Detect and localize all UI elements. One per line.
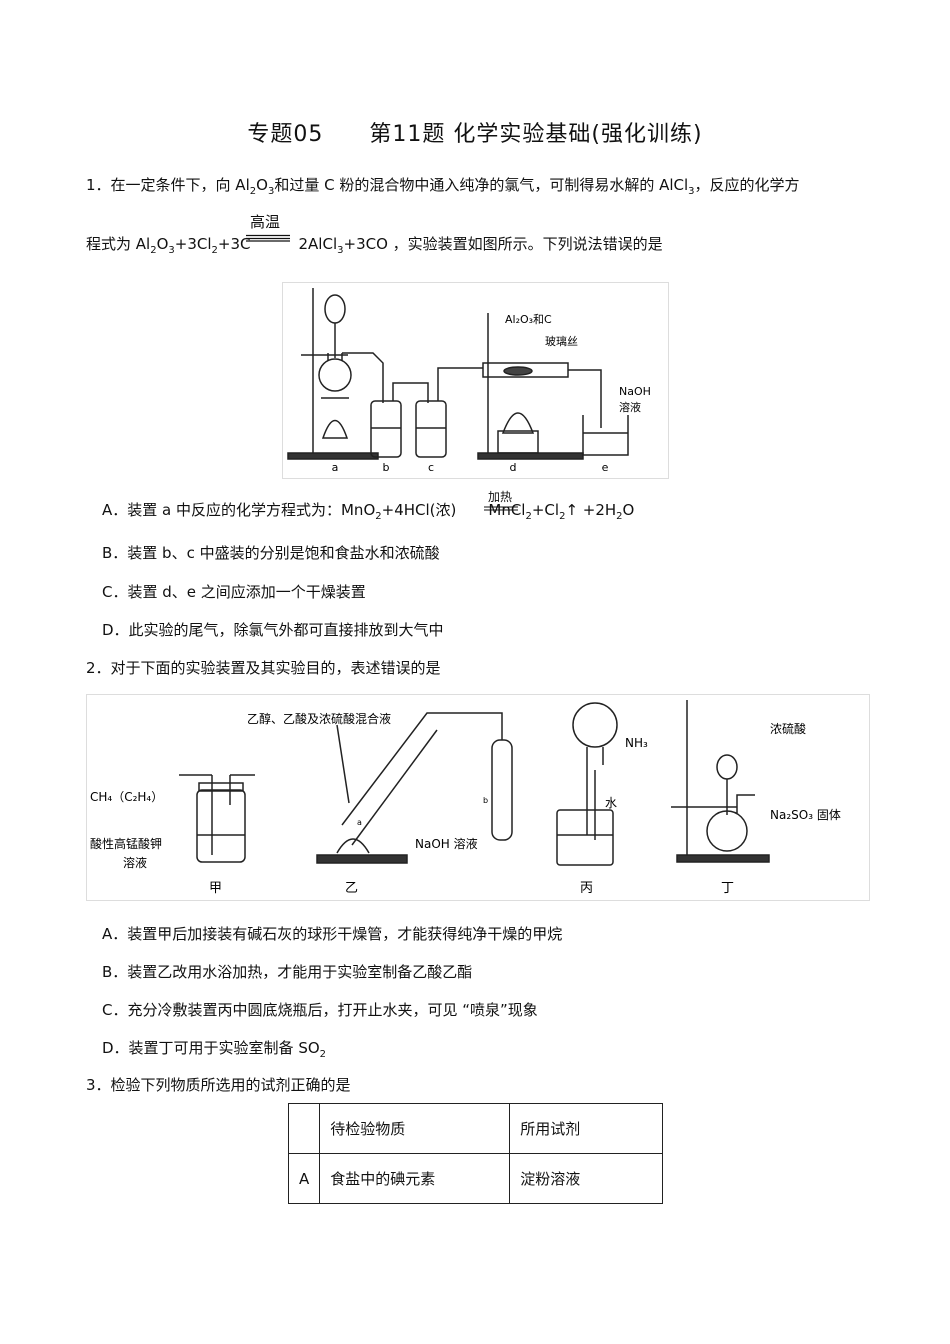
fig2-jia-solution1: 酸性高锰酸钾: [90, 836, 162, 851]
q1-text: +3Cl: [174, 235, 212, 253]
q1-opt-sub: 2: [616, 511, 623, 522]
table-row: A 食盐中的碘元素 淀粉溶液: [287, 1153, 664, 1204]
table-cell: 淀粉溶液: [509, 1153, 664, 1204]
fig2-label-ding: 丁: [721, 881, 734, 896]
q1-opt-text: +Cl: [531, 501, 560, 519]
q1-text: O: [156, 235, 169, 253]
q1-opt-a-equals: [484, 506, 518, 511]
q2-option-b: B．装置乙改用水浴加热，才能用于实验室制备乙酸乙酯: [102, 963, 473, 981]
fig1-solution-label: 溶液: [619, 400, 641, 414]
q1-text: ，反应的化学方: [694, 176, 800, 194]
fig1-naoh-label: NaOH: [619, 385, 651, 398]
fig2-yi-naoh: NaOH 溶液: [415, 836, 478, 851]
q2-opt-d-sub: 2: [319, 1049, 327, 1060]
q1-sub: 3: [688, 186, 695, 197]
q1-option-b: B．装置 b、c 中盛装的分别是饱和食盐水和浓硫酸: [102, 544, 440, 562]
fig2-ding-solid: Na₂SO₃ 固体: [770, 808, 841, 822]
table-header-cell: 待检验物质: [319, 1103, 511, 1154]
q2-apparatus-figure: CH₄（C₂H₄） 酸性高锰酸钾 溶液 甲 乙醇、乙酸及浓硫酸混合液 a b N…: [86, 694, 870, 901]
q2-stem: 2．对于下面的实验装置及其实验目的，表述错误的是: [86, 659, 441, 677]
q1-text: 和过量 C 粉的混合物中通入纯净的氯气，可制得易水解的 AlCl: [274, 176, 689, 194]
fig1-glass-label: 玻璃丝: [545, 334, 578, 348]
table-header-cell: 所用试剂: [509, 1103, 664, 1154]
fig1-label-a: a: [332, 461, 339, 474]
q1-stem-line1: 1．在一定条件下，向 Al2O3和过量 C 粉的混合物中通入纯净的氯气，可制得易…: [86, 174, 800, 197]
q1-opt-a-condition: 加热: [488, 490, 513, 504]
fig2-yi-a: a: [357, 818, 362, 827]
q1-sub: 2: [249, 186, 257, 197]
q1-opt-text: A．装置 a 中反应的化学方程式为：MnO: [102, 501, 376, 519]
fig2-jia-gas: CH₄（C₂H₄）: [90, 790, 163, 804]
q1-sub: 3: [337, 245, 344, 256]
table-header-cell: [287, 1103, 321, 1154]
fig2-jia-solution2: 溶液: [123, 855, 147, 870]
table-header-row: 待检验物质 所用试剂: [287, 1103, 664, 1154]
q2-option-c: C．充分冷敷装置丙中圆底烧瓶后，打开止水夹，可见 “喷泉”现象: [102, 1001, 538, 1019]
table-cell: A: [287, 1153, 321, 1204]
fig1-reagent-label: Al₂O₃和C: [505, 313, 552, 326]
q1-text: 程式为 Al: [86, 235, 151, 253]
q1-sub: 3: [168, 245, 175, 256]
q1-opt-sub: 2: [525, 511, 532, 522]
q1-text: 2AlCl: [298, 235, 338, 253]
q1-opt-text: +4HCl(浓): [381, 501, 457, 519]
q1-opt-text: ↑ +2H: [565, 501, 617, 519]
fig2-yi-b: b: [483, 796, 488, 805]
q1-option-a: A．装置 a 中反应的化学方程式为：MnO2+4HCl(浓)MnCl2+Cl2↑…: [102, 499, 634, 522]
q2-option-a: A．装置甲后加接装有碱石灰的球形干燥管，才能获得纯净干燥的甲烷: [102, 925, 563, 943]
fig1-label-b: b: [383, 461, 390, 474]
fig2-yi-mixture: 乙醇、乙酸及浓硫酸混合液: [247, 711, 391, 726]
fig1-label-c: c: [428, 461, 434, 474]
q1-option-c: C．装置 d、e 之间应添加一个干燥装置: [102, 583, 366, 601]
q1-opt-text: O: [622, 501, 635, 519]
q1-sub: 2: [211, 245, 218, 256]
fig2-bing-nh3: NH₃: [625, 736, 648, 750]
fig2-label-yi: 乙: [345, 881, 358, 896]
page-title: 专题05 第11题 化学实验基础(强化训练): [247, 122, 703, 147]
fig2-label-bing: 丙: [580, 881, 593, 896]
q1-sub: 2: [150, 245, 157, 256]
fig1-label-e: e: [602, 461, 609, 474]
q3-stem: 3．检验下列物质所选用的试剂正确的是: [86, 1076, 351, 1094]
fig2-bing-water: 水: [605, 796, 617, 810]
q1-apparatus-figure: a b c d e Al₂O₃和C 玻璃丝 NaOH 溶液: [282, 282, 669, 479]
table-cell: 食盐中的碘元素: [319, 1153, 511, 1204]
fig2-ding-acid: 浓硫酸: [770, 721, 806, 736]
q1-equals-arrow: [246, 234, 290, 242]
q1-text: +3C: [217, 235, 251, 253]
q1-opt-sub: 2: [559, 511, 566, 522]
q3-table: 待检验物质 所用试剂 A 食盐中的碘元素 淀粉溶液: [287, 1103, 664, 1204]
q2-option-d: D．装置丁可用于实验室制备 SO2: [102, 1037, 326, 1060]
q1-text: O: [256, 176, 268, 194]
q1-text: +3CO ，实验装置如图所示。下列说法错误的是: [343, 235, 663, 253]
fig2-label-jia: 甲: [209, 881, 222, 896]
q2-opt-d-text: D．装置丁可用于实验室制备 SO: [102, 1039, 320, 1057]
q1-condition: 高温: [250, 213, 281, 231]
q1-opt-sub: 2: [375, 511, 382, 522]
q1-sub: 3: [267, 186, 275, 197]
q1-option-d: D．此实验的尾气，除氯气外都可直接排放到大气中: [102, 621, 444, 639]
q1-text: 1．在一定条件下，向 Al: [86, 176, 250, 194]
fig1-label-d: d: [510, 461, 517, 474]
